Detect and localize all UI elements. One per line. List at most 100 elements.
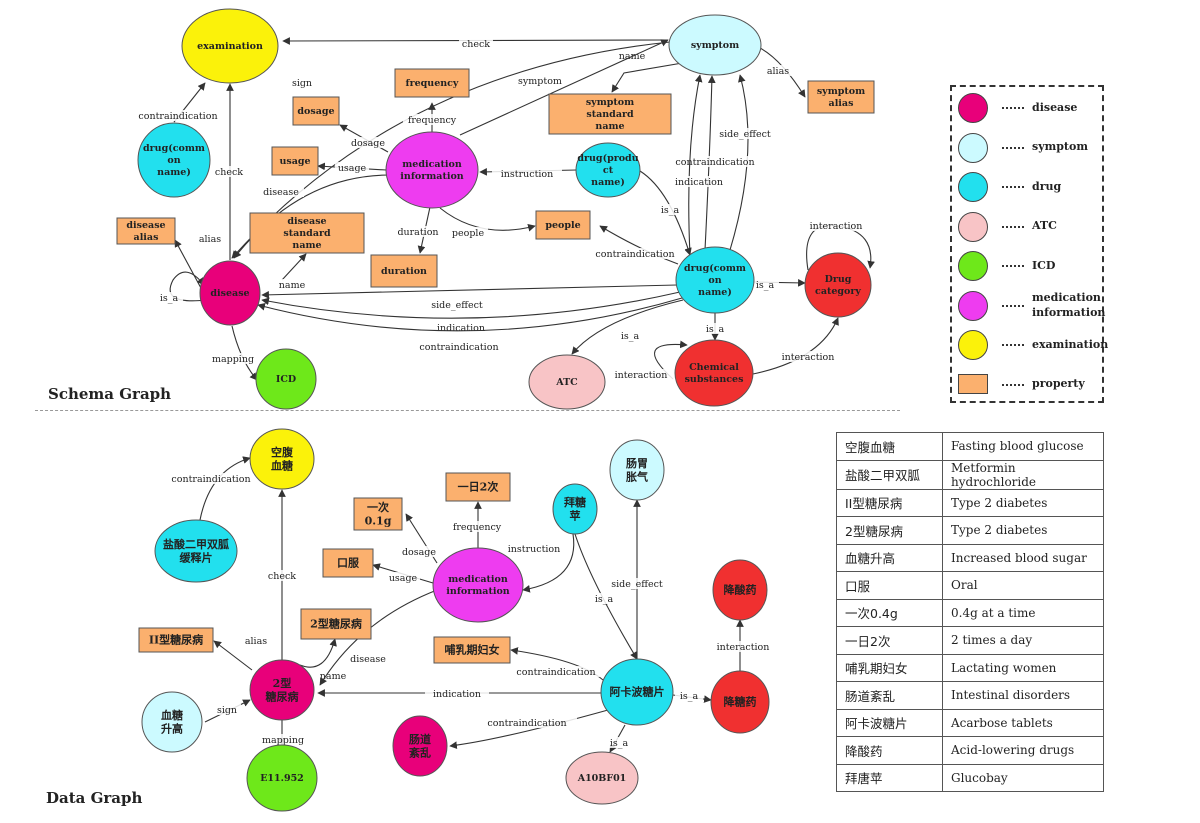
node-label: 阿卡波糖片 [610,685,665,699]
data-node-t2std: 2型糖尿病 [300,608,372,640]
legend-label: ATC [1032,219,1057,233]
legend-item: medication information [958,289,1105,323]
schema-edge-dosage: dosage [339,124,389,153]
schema-edge-sign: sign [231,41,671,259]
data-edge-instruction: instruction [499,533,575,593]
schema-edge-frequency: frequency [403,102,461,132]
node-label: 2型糖尿病 [266,676,299,704]
chinese-term: 肠道紊乱 [836,681,943,710]
schema-edge-usage: usage [317,162,387,174]
property-box [249,212,365,254]
legend-dash [1002,225,1024,228]
legend-dash [1002,146,1024,149]
edge-label-bg [386,572,420,583]
edge-label: sign [217,705,237,716]
legend-swatch [958,290,988,321]
data-node-t2dm: 2型糖尿病 [249,659,315,721]
edge-label: contraindication [419,342,498,353]
legend-dash [1002,344,1024,346]
legend-label: property [1032,377,1085,391]
edge-line [174,239,203,291]
property-box [271,146,319,176]
edge-label: contraindication [171,474,250,485]
edge-line [752,317,839,375]
node-label: usage [279,156,310,167]
edge-label-bg [761,65,795,76]
node-ellipse [392,715,448,777]
chinese-term: 阿卡波糖片 [836,708,943,737]
node-label: ATC [555,377,578,388]
edge-label: side_effect [431,300,483,311]
edge-line [199,456,251,521]
edge-line [169,271,207,302]
edge-label: contraindication [487,718,566,729]
data-edge-mapping: mapping [260,720,306,746]
legend-dash [1002,304,1024,307]
edge-label: name [320,671,347,682]
edge-label-bg [801,220,871,231]
edge-label-bg [708,641,778,652]
node-label: E11.952 [260,773,304,784]
legend-label: examination [1032,337,1109,351]
data-edge-sign: sign [204,699,251,723]
edge-label: is_a [756,280,775,291]
node-label: ICD [276,374,296,385]
schema-edge-duration: duration [392,206,444,254]
edge-label: frequency [453,522,502,533]
property-box [300,608,372,640]
node-ellipse [141,691,203,753]
edge-line [257,297,683,332]
legend-swatch [958,211,988,242]
chinese-term: 口服 [836,571,943,600]
chinese-term: 一次0.4g [836,598,943,627]
english-term: Metformin hydrochloride [942,459,1104,490]
legend-swatch [958,132,988,163]
node-ellipse [609,439,665,501]
edge-label: instruction [508,544,561,555]
schema-node-symptom: symptom [668,14,762,76]
edge-label: contraindication [138,111,217,122]
legend-swatch [958,330,988,360]
legend-swatch [958,373,988,394]
legend-item: examination [958,328,1109,362]
edge-label: contraindication [595,249,674,260]
edge-label: is_a [610,738,629,749]
schema-node-icd: ICD [255,348,317,410]
edge-label: interaction [615,370,668,381]
edge-label: disease [263,187,299,198]
edge-line [574,533,638,660]
edge-label: side_effect [611,579,663,590]
edge-line [459,39,669,136]
edge-label: is_a [661,205,680,216]
edge-label-bg [155,292,183,303]
edge-label: indication [433,689,481,700]
legend-item: property [958,368,1103,402]
edge-label-bg [392,226,444,237]
schema-node-atc: ATC [528,354,606,410]
edge-line [522,533,575,593]
chinese-term: 空腹血糖 [836,432,943,461]
data-node-kongfu: 空腹血糖 [249,428,315,490]
data-node-acarbose: 阿卡波糖片 [600,658,674,726]
node-label: 哺乳期妇女 [445,643,500,657]
node-ellipse [600,658,674,726]
node-label: 空腹血糖 [271,445,294,473]
property-box [370,254,438,288]
legend-item: ICD [958,249,1103,283]
edge-label-bg [710,128,780,139]
edge-label: usage [338,163,367,174]
data-node-d_oral: 口服 [322,548,374,578]
edge-label-bg [602,578,672,589]
edge-label: mapping [212,354,254,365]
edge-label-bg [448,227,488,238]
edge-line [213,640,253,671]
